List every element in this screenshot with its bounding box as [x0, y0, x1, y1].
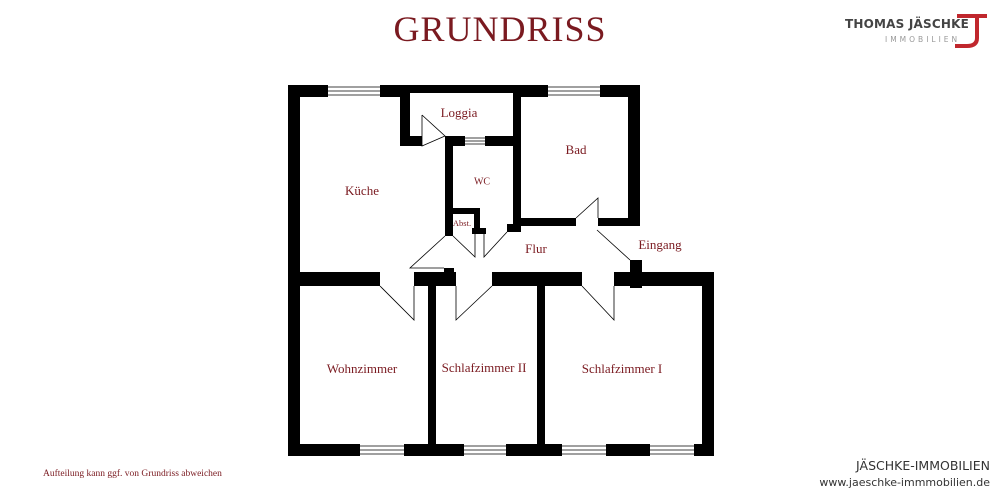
footer-website-link[interactable]: www.jaeschke-immmobilien.de	[819, 476, 990, 489]
walls	[288, 85, 714, 456]
disclaimer-note: Aufteilung kann ggf. von Grundriss abwei…	[43, 469, 222, 479]
room-label-wc: WC	[473, 176, 491, 188]
room-label-wohnzimmer: Wohnzimmer	[326, 361, 398, 376]
logo-j-mark-icon	[955, 14, 987, 48]
door-swings	[379, 114, 631, 322]
logo-subtitle: IMMOBILIEN	[885, 35, 961, 44]
room-label-loggia: Loggia	[440, 105, 478, 120]
room-label-eingang: Eingang	[638, 237, 682, 252]
room-label-schlafzimmer-2: Schlafzimmer II	[441, 360, 527, 375]
room-label-abst: Abst.	[452, 218, 472, 228]
footer-company-name: JÄSCHKE-IMMOBILIEN	[856, 458, 990, 473]
room-label-schlafzimmer-1: Schlafzimmer I	[581, 361, 663, 376]
windows	[328, 86, 694, 455]
logo-name: THOMAS JÄSCHKE	[845, 17, 970, 31]
room-label-flur: Flur	[525, 241, 547, 256]
page-title: GRUNDRISS	[393, 9, 607, 49]
company-logo: THOMAS JÄSCHKE IMMOBILIEN	[845, 12, 995, 48]
room-label-kueche: Küche	[345, 183, 379, 198]
room-label-bad: Bad	[565, 142, 587, 157]
